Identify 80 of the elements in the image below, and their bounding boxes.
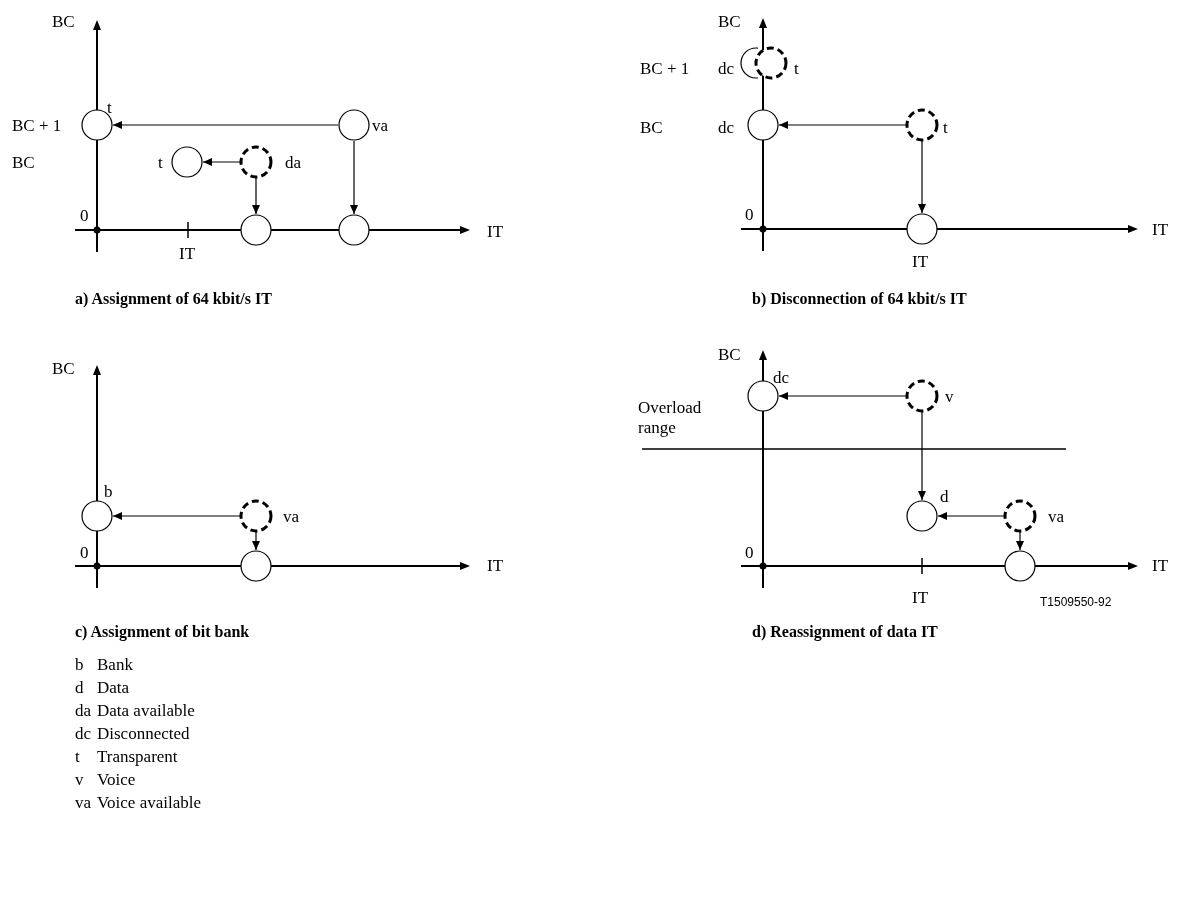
slot-circle	[905, 212, 939, 246]
caption: b) Disconnection of 64 kbit/s IT	[752, 289, 967, 309]
axis-label: BC	[52, 12, 75, 32]
caption: c) Assignment of bit bank	[75, 622, 250, 642]
circle-label: dc	[718, 118, 735, 138]
legend-text: Bank	[97, 655, 133, 675]
axis-label: IT	[1152, 556, 1169, 576]
origin-label: 0	[80, 543, 89, 563]
caption: d) Reassignment of data IT	[752, 622, 938, 642]
region-label: Overload range	[638, 398, 703, 438]
slot-circle	[1003, 549, 1037, 583]
dashed-slot-circle	[239, 499, 273, 533]
arrow	[778, 121, 907, 129]
arrow	[778, 392, 907, 400]
arrow	[202, 158, 241, 166]
arrow	[937, 512, 1005, 520]
circle-label: da	[285, 153, 302, 173]
arrow	[112, 512, 241, 520]
origin-label: 0	[80, 206, 89, 226]
arrow	[350, 140, 358, 215]
legend-key: t	[75, 747, 80, 767]
circle-label: IT	[912, 252, 929, 272]
axis-value-label: BC	[640, 118, 663, 138]
dashed-slot-circle	[239, 145, 273, 179]
slot-circle	[239, 213, 273, 247]
figure-id: T1509550-92	[1040, 594, 1112, 611]
slot-circle	[170, 145, 204, 179]
slot-circle	[80, 499, 114, 533]
circle-label: v	[945, 387, 954, 407]
legend-text: Data available	[97, 701, 195, 721]
dashed-slot-circle	[905, 379, 939, 413]
axis-label: IT	[487, 556, 504, 576]
axis-label: IT	[1152, 220, 1169, 240]
circle-label: t	[107, 98, 112, 118]
slot-circle	[905, 499, 939, 533]
axis-value-label: BC + 1	[12, 116, 62, 136]
dashed-slot-circle	[1003, 499, 1037, 533]
circle-label: va	[372, 116, 389, 136]
arrow	[918, 411, 926, 501]
circle-label: t	[943, 118, 948, 138]
circle-label: t	[158, 153, 163, 173]
origin-label: 0	[745, 543, 754, 563]
arrow	[112, 121, 339, 129]
slot-circle	[337, 108, 371, 142]
circle-label: t	[794, 59, 799, 79]
legend-key: b	[75, 655, 84, 675]
tick-label: IT	[179, 244, 196, 264]
circle-label: d	[940, 487, 949, 507]
circle-label: b	[104, 482, 113, 502]
legend-key: va	[75, 793, 92, 813]
arrow	[918, 140, 926, 214]
tick-label: IT	[912, 588, 929, 608]
caption: a) Assignment of 64 kbit/s IT	[75, 289, 272, 309]
slot-circle	[337, 213, 371, 247]
origin-label: 0	[745, 205, 754, 225]
legend-key: v	[75, 770, 84, 790]
legend-text: Data	[97, 678, 130, 698]
legend-text: Voice	[97, 770, 136, 790]
axis-value-label: BC	[12, 153, 35, 173]
slot-circle	[239, 549, 273, 583]
arrow	[1016, 531, 1024, 551]
axis-label: IT	[487, 222, 504, 242]
axis-value-label: BC + 1	[640, 59, 690, 79]
legend-text: Voice available	[97, 793, 201, 813]
circle-label: va	[1048, 507, 1065, 527]
legend-text: Disconnected	[97, 724, 190, 744]
circle-label: dc	[718, 59, 735, 79]
circle-label: va	[283, 507, 300, 527]
axis-label: BC	[52, 359, 75, 379]
dashed-slot-circle	[905, 108, 939, 142]
legend-text: Transparent	[97, 747, 178, 767]
axis-label: BC	[718, 12, 741, 32]
legend-key: d	[75, 678, 84, 698]
legend-key: dc	[75, 724, 92, 744]
arrow	[252, 177, 260, 215]
slot-circle	[746, 108, 780, 142]
legend-key: da	[75, 701, 92, 721]
arrow	[252, 531, 260, 551]
axis-label: BC	[718, 345, 741, 365]
circle-label: dc	[773, 368, 790, 388]
